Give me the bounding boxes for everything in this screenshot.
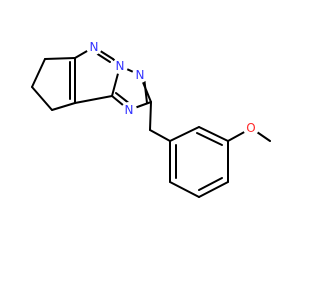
bond — [51, 102, 76, 111]
atom-n4-label: N — [125, 103, 134, 117]
structure-diagram: N N N N O — [31, 39, 271, 198]
atom-n1-label: N — [90, 40, 99, 54]
bond — [198, 126, 229, 142]
bond — [31, 86, 53, 111]
bond — [149, 129, 171, 142]
bond — [169, 181, 200, 198]
atom-n1: N — [86, 39, 102, 55]
bond — [95, 52, 111, 63]
molecule-canvas: N N N N O — [31, 39, 271, 198]
atom-o1-label: O — [246, 121, 255, 135]
atom-n2: N — [112, 58, 128, 74]
atom-n3-label: N — [136, 68, 145, 82]
bond — [169, 126, 200, 142]
bond — [198, 177, 223, 191]
bond — [44, 57, 76, 60]
bond — [31, 58, 46, 88]
bond — [74, 95, 113, 104]
atom-n2-label: N — [116, 59, 125, 73]
atom-n3: N — [132, 67, 148, 83]
bond — [196, 132, 223, 146]
bond — [149, 101, 152, 131]
atom-o1: O — [243, 120, 259, 136]
atom-n4: N — [121, 102, 137, 118]
bond — [198, 181, 229, 198]
